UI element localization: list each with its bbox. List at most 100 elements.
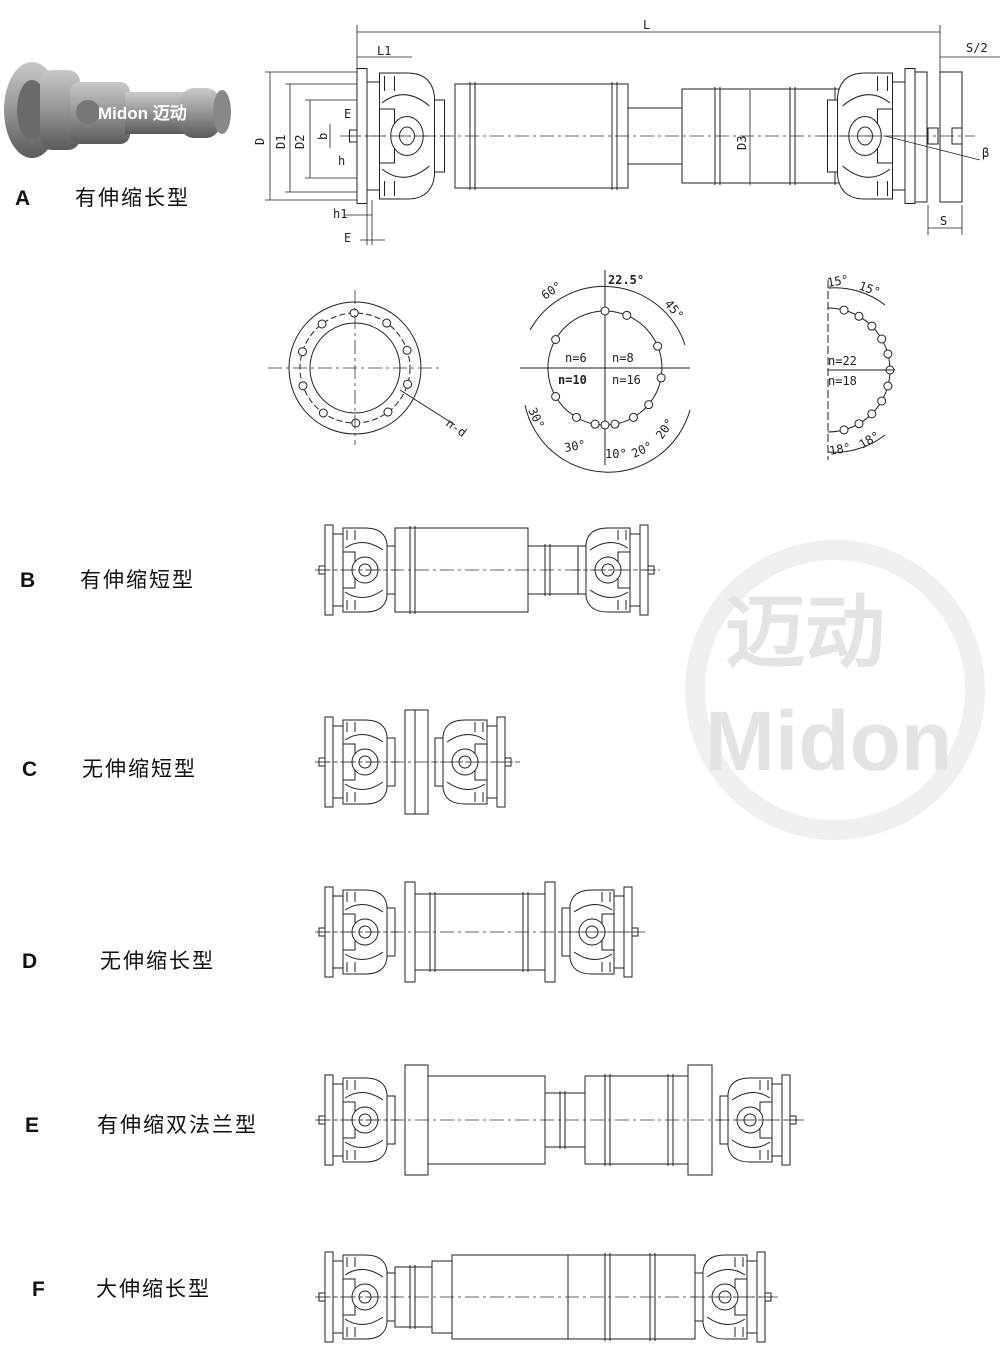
- angle-20-b: 20°: [653, 416, 677, 442]
- type-label-e: E 有伸缩双法兰型: [25, 1109, 258, 1139]
- dim-h1: h1: [333, 207, 347, 221]
- angle-30-left: 30°: [525, 405, 547, 431]
- bolt-hole: [317, 319, 327, 329]
- dim-b: b: [316, 133, 330, 140]
- type-name: 无伸缩长型: [100, 949, 215, 973]
- dim-D2: D2: [293, 135, 307, 149]
- angle-15-a: 15°: [826, 272, 850, 290]
- type-label-c: C 无伸缩短型: [22, 753, 197, 783]
- yoke-detail: [732, 1080, 770, 1160]
- dim-D1: D1: [274, 135, 288, 149]
- bolt-hole: [590, 419, 600, 429]
- bolt-hole: [351, 418, 361, 428]
- dim-D: D: [253, 138, 267, 145]
- bolt-hole: [402, 345, 412, 355]
- type-letter: B: [20, 569, 36, 592]
- bolt-hole: [629, 412, 638, 422]
- angle-15-b: 15°: [857, 279, 882, 300]
- bolt-hole: [883, 349, 893, 359]
- angle-18-a: 18°: [828, 440, 852, 458]
- bolt-hole: [854, 311, 864, 321]
- yoke-detail: [447, 722, 485, 802]
- type-letter: A: [15, 187, 31, 210]
- angle-arc: [827, 434, 886, 453]
- bolt-hole: [877, 396, 887, 406]
- type-letter: D: [22, 950, 38, 973]
- bolt-hole: [382, 318, 392, 328]
- bolt-hole: [610, 419, 620, 429]
- shaft-drawings: [265, 25, 1000, 1342]
- bolt-hole: [383, 407, 393, 417]
- dim-S: S: [940, 214, 947, 228]
- yoke-detail: [345, 892, 383, 972]
- dim-h: h: [338, 154, 345, 168]
- yoke-detail: [574, 892, 612, 972]
- bolt-hole: [600, 306, 610, 316]
- yoke-detail: [843, 76, 891, 196]
- bolt-hole: [298, 381, 308, 391]
- type-label-b: B 有伸缩短型: [20, 564, 195, 594]
- yoke-detail: [345, 1257, 383, 1337]
- label-n10: n=10: [558, 373, 587, 387]
- bolt-hole: [403, 379, 413, 389]
- dim-beta: β: [982, 146, 989, 160]
- dim-E-bottom: E: [344, 231, 351, 245]
- bolt-hole: [883, 381, 893, 391]
- angle-22-5: 22.5°: [608, 273, 644, 287]
- yoke-detail: [345, 1080, 383, 1160]
- watermark-brand-cn: 迈动: [725, 588, 885, 677]
- bolt-hole: [551, 392, 561, 401]
- dim-L1: L1: [377, 44, 391, 58]
- yoke-detail: [590, 530, 628, 610]
- product-photo: Midon 迈动: [4, 62, 231, 158]
- flange-plate: [914, 71, 928, 203]
- type-letter: F: [32, 1278, 45, 1301]
- leader-line: [399, 389, 456, 426]
- bolt-hole: [839, 305, 849, 315]
- type-name: 大伸缩长型: [96, 1277, 211, 1301]
- angle-45: 45°: [662, 297, 687, 323]
- bolt-hole: [572, 412, 581, 422]
- angle-20-a: 20°: [629, 439, 655, 461]
- type-letter: E: [25, 1114, 40, 1137]
- dim-E-top: E: [344, 107, 351, 121]
- yoke-detail: [382, 76, 430, 196]
- yoke-detail: [345, 530, 383, 610]
- type-name: 有伸缩长型: [75, 186, 190, 210]
- bolt-hole: [867, 409, 877, 419]
- bolt-hole: [839, 425, 849, 435]
- bolt-hole: [622, 310, 632, 320]
- label-n16: n=16: [612, 373, 641, 387]
- type-name: 有伸缩短型: [80, 568, 195, 592]
- yoke-detail: [707, 1257, 745, 1337]
- type-name: 无伸缩短型: [82, 757, 197, 781]
- bolt-hole: [297, 347, 307, 357]
- bolt-hole: [318, 408, 328, 418]
- angle-10: 10°: [605, 447, 627, 461]
- type-letter: C: [22, 758, 38, 781]
- dimension-line: [884, 135, 981, 161]
- dim-S-half: S/2: [966, 41, 988, 55]
- label-n18: n=18: [828, 374, 857, 388]
- label-n6: n=6: [565, 351, 587, 365]
- type-label-d: D 无伸缩长型: [22, 945, 215, 975]
- dim-D3: D3: [735, 136, 749, 150]
- bolt-hole: [653, 341, 663, 351]
- photo-caption: Midon 迈动: [98, 104, 187, 123]
- label-n8: n=8: [612, 351, 634, 365]
- type-name: 有伸缩双法兰型: [97, 1113, 258, 1137]
- watermark-logo: 迈动 Midon: [685, 540, 985, 840]
- bolt-hole: [551, 335, 561, 344]
- bolt-pattern-labels: 60° 22.5° 45° n=6 n=8 n=10 n=16 30° 30° …: [525, 272, 882, 461]
- angle-arc: [827, 287, 886, 306]
- angle-arc: [524, 404, 691, 473]
- bolt-hole: [877, 334, 887, 344]
- type-label-f: F 大伸缩长型: [32, 1273, 211, 1303]
- yoke-detail: [345, 722, 383, 802]
- bolt-hole: [854, 419, 864, 429]
- bolt-hole: [656, 373, 666, 383]
- angle-arc: [529, 285, 686, 346]
- bolt-hole: [349, 308, 359, 318]
